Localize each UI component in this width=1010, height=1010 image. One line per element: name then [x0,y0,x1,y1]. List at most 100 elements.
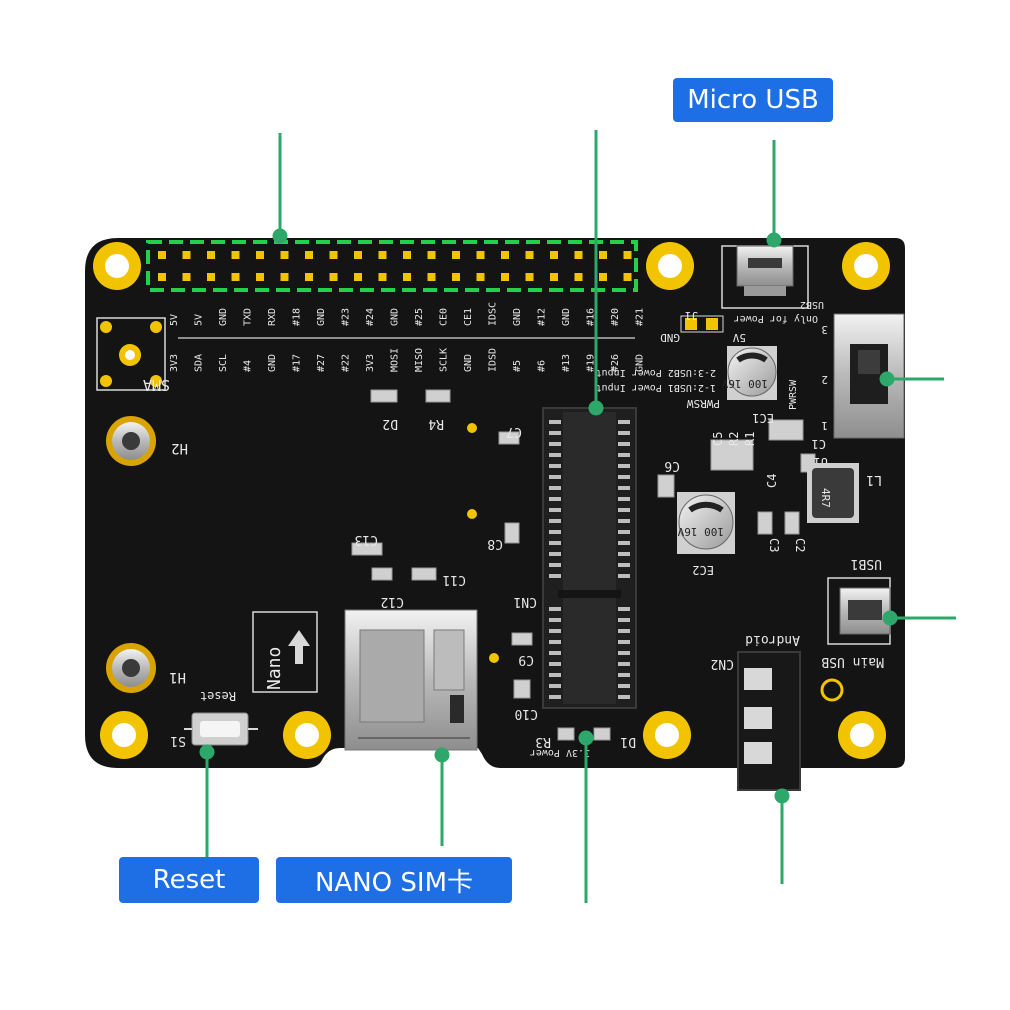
capacitor-ec2 [677,492,735,554]
c13-label: C13 [355,532,378,547]
switch-position-2: 2 [821,373,828,386]
usb2-power-input-label: 2-3:USB2 Power Input [596,367,716,378]
gpio-pin-label: #23 [341,308,352,326]
reset-switch [184,712,258,746]
mounting-hole-bottom-left [100,711,148,759]
gpio-pad [501,273,509,281]
c2-label: C2 [793,538,807,552]
cn1-contact [618,497,630,501]
gpio-pad [476,251,485,259]
gpio-pad [574,273,583,281]
cn1-contact [618,508,630,512]
gpio-pin-label: #24 [365,308,376,326]
micro-usb-callout: Micro USB [673,78,833,122]
nano-sim-holder [344,609,478,751]
l1-value-label: 4R7 [819,488,832,508]
gpio-pin-label: #18 [292,308,303,326]
gpio-pad [256,251,264,259]
usb1-label: USB1 [851,556,882,571]
cn1-contact [618,530,630,534]
switch-position-3: 3 [821,323,828,336]
gpio-pin-label: #12 [537,308,548,326]
gpio-pad [403,273,411,281]
gnd-label: GND [660,331,680,344]
leader-switch-dot [879,371,895,387]
cn1-contact [618,695,630,699]
mounting-hole-top-right [842,242,890,290]
gpio-pads [158,251,632,281]
gpio-pin-label: 5V [194,314,205,326]
cn1-contact [618,552,630,556]
mounting-hole-top-mid [646,242,694,290]
usb1-port [827,577,891,645]
cn1-contact [618,563,630,567]
leader-micro-usb-dot [766,232,782,248]
c6-label: C6 [664,458,680,473]
mounting-hole-top-left [93,242,141,290]
cn1-contact [618,541,630,545]
gpio-pin-label: #26 [610,354,621,372]
capacitor-ec1 [727,346,777,400]
cn1-contact [618,464,630,468]
gpio-pin-label: 5V [169,314,180,326]
gpio-pad [452,273,460,281]
inductor-l1 [807,463,859,523]
c8-label: C8 [487,536,503,551]
d1-label: D1 [620,734,636,749]
gpio-pad [158,251,166,259]
r2-label: R2 [727,432,741,446]
cn1-contact [549,420,561,424]
h1-label: H1 [169,669,186,685]
c12-label: C12 [381,594,404,609]
ec1-label: EC1 [752,411,774,425]
gpio-pad [550,251,558,259]
s1-label: S1 [170,733,186,748]
mounting-hole-bottom-right [838,711,886,759]
leader-lines [199,130,956,903]
gpio-pad [158,273,166,281]
c1-label: C1 [812,437,826,451]
cn1-contact [549,563,561,567]
antenna-jack-h2 [106,416,156,466]
gpio-pin-label: #20 [610,308,621,326]
gpio-pad [305,273,313,281]
pwrsw-label-a: PWRSW [687,397,720,410]
cn1-contact [549,640,561,644]
cn1-contact [549,541,561,545]
gpio-pad [354,273,362,281]
cn1-contact [549,497,561,501]
only-for-power-label: Only for Power [734,313,818,324]
gpio-pin-label: #13 [561,354,572,372]
gpio-pin-label: GND [561,308,572,326]
gpio-header-highlight [146,240,638,292]
gpio-pad [501,251,509,259]
reset-callout: Reset [119,857,259,903]
gpio-pin-label: 3V3 [365,354,376,372]
gpio-pin-label: RXD [267,308,278,326]
gpio-pin-label: CE1 [463,308,474,326]
gpio-pin-label: GND [316,308,327,326]
gpio-pin-label: TXD [243,308,254,326]
gpio-pin-label: MISO [414,348,425,372]
cn1-contact [549,431,561,435]
gpio-pin-label: #16 [586,308,597,326]
j1-label: J1 [685,309,698,322]
leader-power-led-dot [578,730,594,746]
nano-sim-callout: NANO SIM卡 [276,857,512,903]
c4-label: C4 [765,474,779,488]
main-usb-label: Main USB [821,654,884,669]
cn1-contact [618,629,630,633]
c3-label: C3 [767,538,781,552]
cn1-contact [618,519,630,523]
gpio-pad [182,273,191,281]
micro-usb-usb2 [721,245,809,309]
gpio-pad [231,251,240,259]
gpio-pin-label: #17 [292,354,303,372]
usb2-label: USB2 [800,299,824,310]
gpio-pad [231,273,240,281]
cn1-contact [549,574,561,578]
android-label: Android [745,632,800,647]
r3-label: R3 [535,734,551,749]
cn1-contact [549,519,561,523]
